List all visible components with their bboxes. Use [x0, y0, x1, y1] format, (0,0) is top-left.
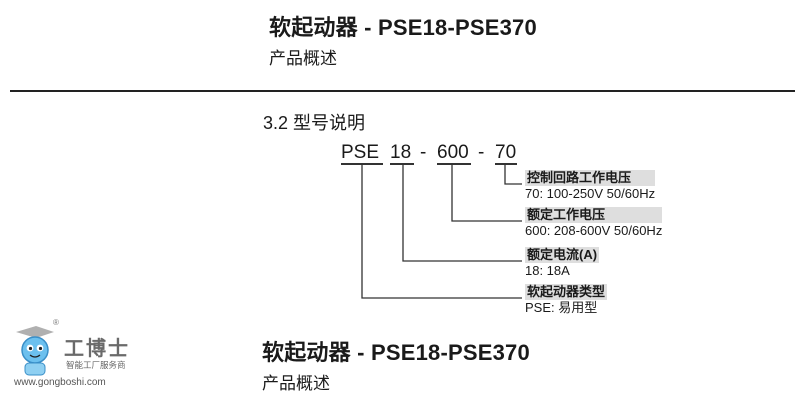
code-underline-voltage — [437, 163, 471, 165]
code-separator-1: - — [420, 142, 427, 163]
label-rated-current: 额定电流(A) 18: 18A — [525, 247, 600, 278]
label-control-voltage-title: 控制回路工作电压 — [525, 170, 656, 186]
connector-current — [402, 164, 522, 262]
connector-control — [504, 164, 522, 185]
code-underline-type — [341, 163, 383, 165]
footer-title: 软起动器 - PSE18-PSE370 — [262, 340, 530, 365]
label-rated-current-value: 18: 18A — [525, 263, 570, 278]
label-rated-voltage-title: 额定工作电压 — [525, 207, 663, 223]
page-title: 软起动器 - PSE18-PSE370 — [269, 15, 537, 40]
section-heading: 3.2 型号说明 — [263, 113, 366, 133]
code-underline-control — [495, 163, 517, 165]
watermark-url: www.gongboshi.com — [14, 377, 106, 388]
label-rated-voltage-value: 600: 208-600V 50/60Hz — [525, 223, 663, 238]
label-softstarter-type-title: 软起动器类型 — [525, 284, 608, 300]
code-part-current: 18 — [390, 142, 412, 163]
connector-voltage — [451, 164, 522, 222]
label-softstarter-type-value: PSE: 易用型 — [525, 300, 598, 315]
label-control-voltage-value: 70: 100-250V 50/60Hz — [525, 186, 656, 201]
watermark-tagline: 智能工厂服务商 — [66, 360, 126, 370]
connector-type — [361, 164, 522, 299]
label-control-voltage: 控制回路工作电压 70: 100-250V 50/60Hz — [525, 170, 656, 201]
label-rated-voltage: 额定工作电压 600: 208-600V 50/60Hz — [525, 207, 663, 238]
code-part-voltage: 600 — [437, 142, 469, 163]
watermark-logo: ® 工博士 智能工厂服务商 www.gongboshi.com — [6, 318, 156, 396]
footer-subtitle: 产品概述 — [262, 374, 330, 393]
page-subtitle: 产品概述 — [269, 49, 337, 68]
label-rated-current-title: 额定电流(A) — [525, 247, 600, 263]
registered-mark: ® — [53, 318, 59, 327]
code-part-type: PSE — [341, 142, 380, 163]
watermark-brand: 工博士 — [64, 336, 130, 360]
code-underline-current — [390, 163, 414, 165]
code-separator-2: - — [478, 142, 485, 163]
code-part-control: 70 — [495, 142, 517, 163]
label-softstarter-type: 软起动器类型 PSE: 易用型 — [525, 284, 608, 315]
header-divider — [10, 90, 795, 92]
mascot-icon — [16, 326, 54, 376]
